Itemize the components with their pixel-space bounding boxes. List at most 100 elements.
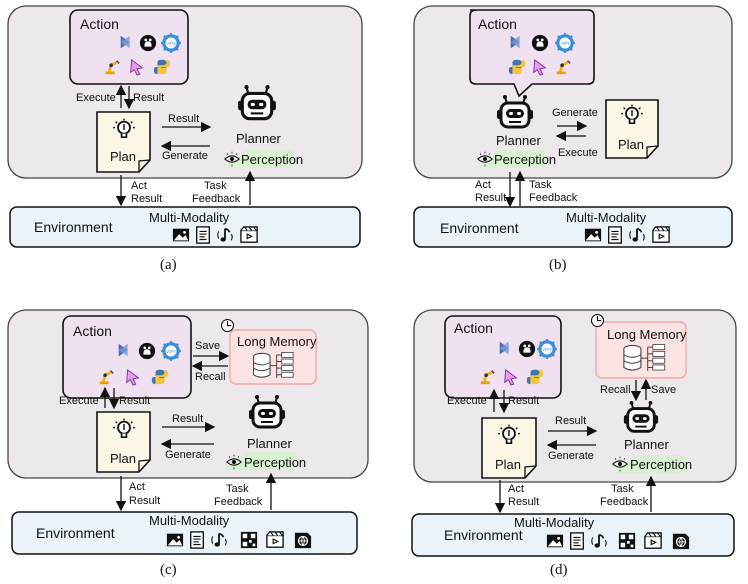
environment-label: Environment (36, 525, 115, 541)
planner-label: Planner (624, 437, 669, 452)
audio-icon (590, 532, 608, 550)
bulb-icon (497, 424, 521, 448)
feedback-label: Feedback (600, 496, 649, 508)
multi-modality-label: Multi-Modality (514, 515, 595, 530)
database-icon (250, 350, 300, 383)
multi-modality-label: Multi-Modality (149, 513, 230, 528)
video-icon (240, 226, 258, 244)
text-icon (194, 226, 212, 244)
api-gear-icon (160, 32, 182, 54)
environment-label: Environment (440, 220, 519, 236)
text-icon (188, 531, 206, 549)
save-label: Save (651, 384, 677, 396)
action-title: Action (73, 323, 112, 339)
recall-label: Recall (195, 371, 226, 383)
execute-label: Execute (59, 395, 99, 407)
panel-b-graphics (413, 5, 733, 248)
visual-studio-icon (118, 34, 136, 52)
visual-studio-icon (497, 340, 515, 358)
perception-label: Perception (630, 457, 693, 472)
caption-d: (d) (550, 562, 568, 578)
execute-label: Execute (447, 395, 487, 407)
panel-a-graphics (7, 5, 363, 248)
github-icon (531, 34, 549, 52)
generate-label: Generate (552, 107, 598, 119)
python-icon (151, 368, 169, 386)
act-label: Act (129, 481, 145, 493)
save-label: Save (195, 340, 221, 352)
long-memory-label: Long Memory (607, 327, 687, 342)
api-gear-icon (160, 340, 182, 362)
cursor-icon (124, 368, 142, 386)
act-result-label: Result (131, 193, 163, 205)
api-gear-icon (536, 338, 558, 360)
feedback-label: Feedback (214, 496, 263, 508)
cursor-icon (531, 58, 549, 76)
result-to-planner-label: Result (555, 415, 587, 427)
robot-head-icon (495, 94, 535, 134)
planner-label: Planner (247, 436, 292, 451)
bulb-icon (112, 418, 136, 442)
task-label: Task (529, 179, 552, 191)
github-icon (518, 340, 536, 358)
action-title: Action (80, 16, 119, 32)
robot-head-icon (621, 400, 661, 438)
panel-b: Action Planner Generate Execute Plan Per… (374, 0, 748, 292)
eye-icon (224, 151, 240, 167)
multi-modality-label: Multi-Modality (566, 210, 647, 225)
video-icon (644, 532, 662, 550)
perception-label: Perception (494, 152, 557, 167)
api-gear-icon (554, 32, 576, 54)
github-icon (139, 34, 157, 52)
image-icon (172, 226, 190, 244)
plan-label: Plan (618, 137, 645, 152)
qr-icon (618, 532, 636, 550)
audio-icon (210, 531, 228, 549)
result-label: Result (508, 395, 540, 407)
act-label: Act (475, 179, 491, 191)
qr-icon (240, 531, 258, 549)
video-icon (652, 226, 670, 244)
plan-label: Plan (110, 149, 137, 164)
robot-arm-icon (554, 58, 572, 76)
python-icon (153, 58, 171, 76)
feedback-label: Feedback (192, 193, 241, 205)
robot-head-icon (247, 394, 287, 434)
environment-label: Environment (444, 527, 523, 543)
image-icon (584, 226, 602, 244)
clock-icon (220, 318, 235, 333)
perception-label: Perception (244, 455, 307, 470)
execute-label: Execute (76, 92, 116, 104)
act-label: Act (131, 180, 147, 192)
bulb-icon (112, 118, 136, 142)
recall-label: Recall (600, 384, 631, 396)
plan-label: Plan (110, 451, 137, 466)
action-title: Action (454, 320, 493, 336)
robot-arm-icon (478, 368, 496, 386)
panel-d: Action Long Memory Recall Save Execute R… (374, 292, 748, 584)
image-icon (166, 531, 184, 549)
result-to-planner-label: Result (168, 113, 200, 125)
act-result-label: Result (129, 495, 161, 507)
panel-a: Action Execute Result Plan Result Genera… (0, 0, 374, 292)
perception-label: Perception (241, 152, 304, 167)
visual-studio-icon (508, 34, 526, 52)
task-label: Task (226, 483, 249, 495)
python-icon (526, 368, 544, 386)
action-title: Action (478, 16, 517, 32)
long-memory-label: Long Memory (237, 334, 317, 349)
task-label: Task (204, 180, 227, 192)
panel-c: Action Save Recall Long Memory Execute R… (0, 292, 374, 584)
audio-icon (628, 226, 646, 244)
planner-label: Planner (496, 133, 541, 148)
panel-c-graphics (7, 309, 369, 555)
generate-label: Generate (548, 450, 594, 462)
act-label: Act (508, 483, 524, 495)
python-icon (508, 58, 526, 76)
eye-icon (612, 456, 628, 472)
planner-label: Planner (236, 131, 281, 146)
web-icon (672, 532, 690, 550)
eye-icon (477, 151, 493, 167)
caption-b: (b) (549, 257, 567, 273)
text-icon (568, 532, 586, 550)
